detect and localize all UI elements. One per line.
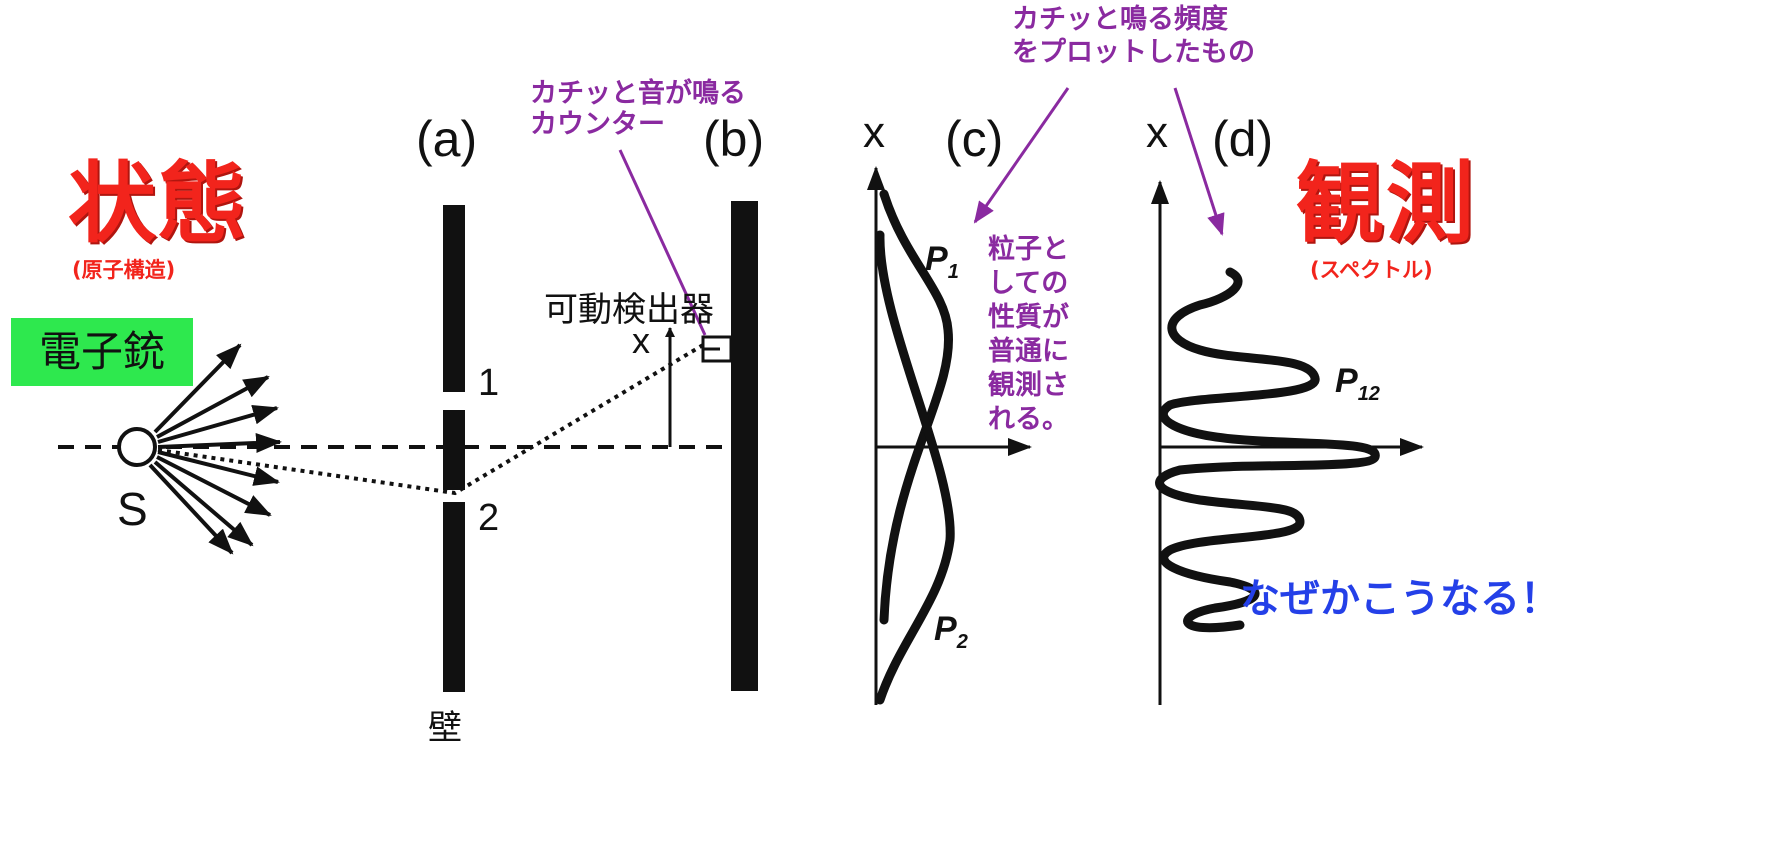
frequency-annotation-line2: をプロットしたもの <box>1012 37 1255 68</box>
particle-note-row1: 粒子と <box>988 234 1069 265</box>
observation-title: 観測 <box>1296 152 1477 255</box>
wall-label: 壁 <box>428 708 462 748</box>
particle-note-row6: れる。 <box>988 404 1069 435</box>
particle-note-row4: 普通に <box>988 336 1069 367</box>
particle-note-row2: しての <box>988 268 1069 299</box>
freq-pointer-c <box>973 87 1070 224</box>
counter-annotation-line1: カチッと音が鳴る <box>530 78 746 109</box>
source-label: S <box>117 483 148 535</box>
counter-annotation-line2: カウンター <box>530 109 665 140</box>
detector-screen <box>731 201 758 691</box>
trajectory-dotted <box>157 340 710 496</box>
electron-gun-label: 電子銃 <box>11 318 193 386</box>
slit-2-label: 2 <box>478 497 500 539</box>
source-circle <box>117 427 157 467</box>
P12-label: P12 <box>1335 362 1380 405</box>
curve-P1 <box>879 189 954 625</box>
axis-c-x-label: x <box>863 108 885 157</box>
frequency-annotation-line1: カチッと鳴る頻度 <box>1012 4 1228 35</box>
detector-label: 可動検出器 <box>544 290 714 330</box>
state-subtitle: (原子構造) <box>72 258 176 282</box>
electron-rays <box>148 343 282 555</box>
state-title: 状態 <box>68 152 249 255</box>
slit-1-label: 1 <box>478 362 500 404</box>
panel-c-label: (c) <box>945 111 1004 167</box>
panel-d-label: (d) <box>1212 111 1274 167</box>
P1-label: P1 <box>925 240 959 283</box>
panel-a-label: (a) <box>416 111 478 167</box>
particle-note-row5: 観測さ <box>988 370 1069 401</box>
detector-x-label: x <box>632 320 650 361</box>
slit-wall <box>443 205 465 692</box>
observation-subtitle: (スペクトル) <box>1310 258 1433 282</box>
detector-box <box>701 335 733 363</box>
P2-label: P2 <box>934 610 968 653</box>
panel-b-label: (b) <box>703 111 765 167</box>
curve-P12 <box>1155 267 1380 633</box>
curve-P2 <box>875 230 955 705</box>
freq-pointer-d <box>1173 87 1225 236</box>
exclamation-text: なぜかこうなる！ <box>1240 576 1560 622</box>
counter-pointer <box>618 149 707 336</box>
particle-note-row3: 性質が <box>988 302 1069 333</box>
axis-d-x-label: x <box>1146 108 1168 157</box>
